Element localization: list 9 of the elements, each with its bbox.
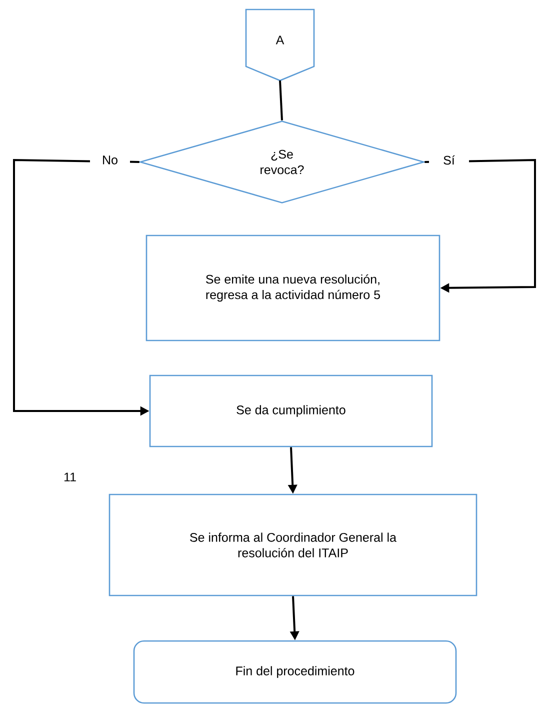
process-box: Se emite una nueva resolución, regresa a la actividad número 5 [146,234,440,342]
edge-label: Sí [429,153,469,167]
process-box: Se informa al Coordinador General la resolución del ITAIP [108,494,478,596]
arrow [424,158,536,293]
off-page-connector: A [245,8,315,82]
edge-label: No [90,154,130,166]
process-box: Se da cumplimiento [149,374,433,448]
terminal-box: Fin del procedimiento [133,640,457,704]
step-number: 11 [64,472,76,482]
